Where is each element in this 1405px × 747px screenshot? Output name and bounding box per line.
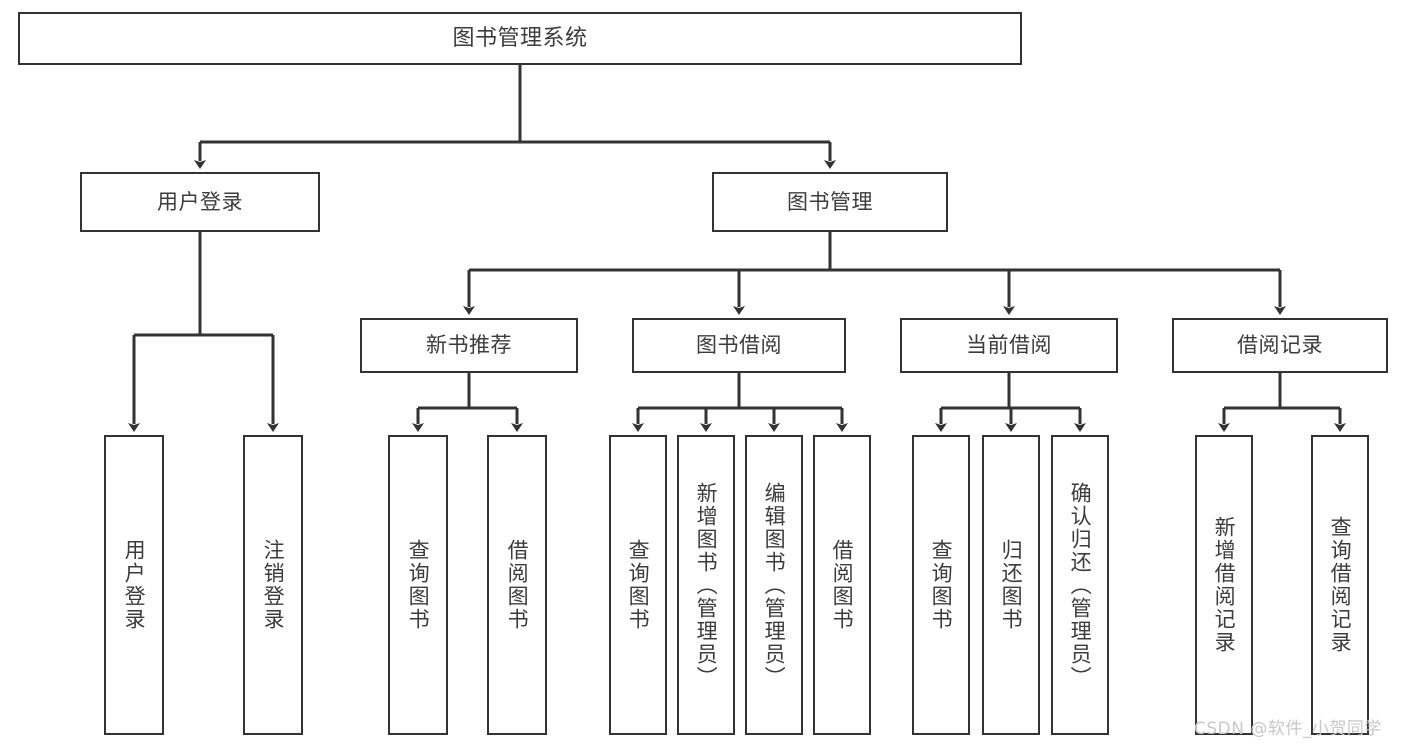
node-user-login-label: 用户登录 [157,189,243,214]
node-leaf-query-book-3-label: 查询图书 [929,539,954,631]
node-leaf-query-record-label: 查询借阅记录 [1328,516,1353,654]
node-leaf-user-login[interactable]: 用户登录 [104,435,164,735]
node-leaf-query-book-1[interactable]: 查询图书 [388,435,448,735]
node-leaf-add-record[interactable]: 新增借阅记录 [1195,435,1253,735]
node-current-borrow-label: 当前借阅 [966,333,1052,358]
node-leaf-confirm-return[interactable]: 确认归还（管理员） [1051,435,1109,735]
node-new-book-recommend-label: 新书推荐 [426,333,512,358]
node-user-login[interactable]: 用户登录 [80,172,320,232]
node-leaf-borrow-book-2-label: 借阅图书 [830,539,855,631]
node-borrow-record-label: 借阅记录 [1237,333,1323,358]
node-leaf-add-book-label: 新增图书（管理员） [694,481,719,689]
node-leaf-query-record[interactable]: 查询借阅记录 [1311,435,1369,735]
node-leaf-user-logout-label: 注销登录 [261,539,286,631]
node-borrow-record[interactable]: 借阅记录 [1172,318,1388,373]
node-leaf-query-book-1-label: 查询图书 [406,539,431,631]
node-current-borrow[interactable]: 当前借阅 [900,318,1118,373]
node-leaf-borrow-book-1[interactable]: 借阅图书 [487,435,547,735]
node-leaf-add-book[interactable]: 新增图书（管理员） [677,435,735,735]
csdn-watermark: CSDN @软件_小贺同学 [1194,719,1382,739]
node-leaf-edit-book[interactable]: 编辑图书（管理员） [745,435,803,735]
node-leaf-add-record-label: 新增借阅记录 [1212,516,1237,654]
node-leaf-confirm-return-label: 确认归还（管理员） [1068,481,1093,689]
node-root[interactable]: 图书管理系统 [18,12,1022,65]
node-leaf-user-logout[interactable]: 注销登录 [243,435,303,735]
node-book-borrow[interactable]: 图书借阅 [632,318,846,373]
node-leaf-query-book-3[interactable]: 查询图书 [912,435,970,735]
node-leaf-borrow-book-2[interactable]: 借阅图书 [813,435,871,735]
node-root-label: 图书管理系统 [452,25,588,51]
node-book-manage[interactable]: 图书管理 [712,172,948,232]
node-leaf-edit-book-label: 编辑图书（管理员） [762,481,787,689]
node-book-manage-label: 图书管理 [787,189,873,214]
node-leaf-return-book[interactable]: 归还图书 [982,435,1040,735]
node-leaf-user-login-label: 用户登录 [122,539,147,631]
node-leaf-borrow-book-1-label: 借阅图书 [505,539,530,631]
node-book-borrow-label: 图书借阅 [696,333,782,358]
node-new-book-recommend[interactable]: 新书推荐 [360,318,578,373]
node-leaf-return-book-label: 归还图书 [999,539,1024,631]
node-leaf-query-book-2[interactable]: 查询图书 [609,435,667,735]
node-leaf-query-book-2-label: 查询图书 [626,539,651,631]
